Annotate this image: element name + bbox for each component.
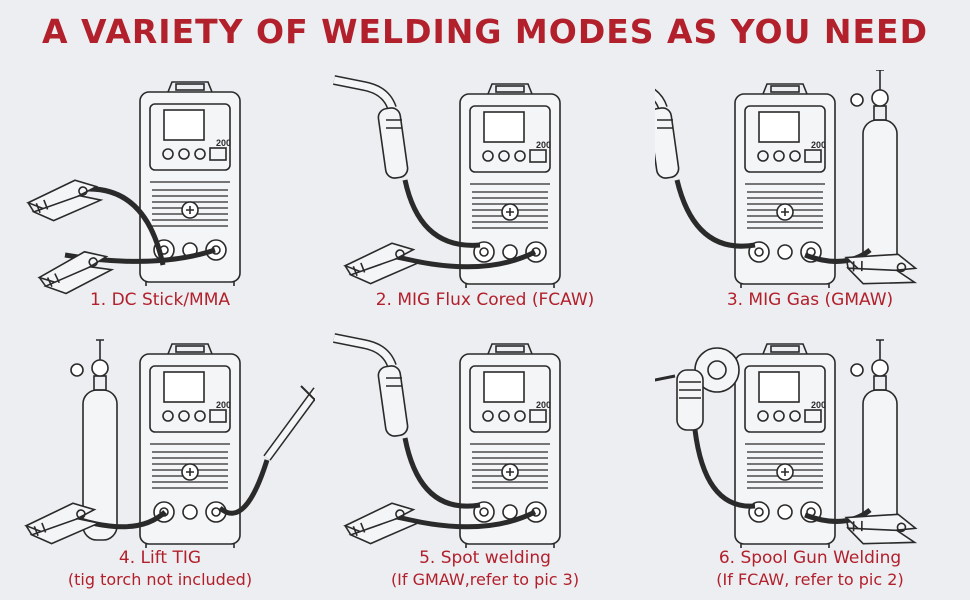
tig-welding-illustration: 200 xyxy=(22,339,315,549)
ground-clamp-icon xyxy=(341,498,421,549)
mode-panel-gmaw: 200 3. MIG Gas (GMAW) xyxy=(655,70,965,340)
mode-6-caption: 6. Spool Gun Welding xyxy=(718,548,902,568)
mode-6-note: (If FCAW, refer to pic 2) xyxy=(716,570,904,589)
ground-clamp-icon xyxy=(24,175,104,226)
stick-welding-illustration: 200 xyxy=(24,81,241,300)
mode-5-caption: 5. Spot welding xyxy=(419,548,551,568)
welder-model-label: 200 xyxy=(811,400,826,410)
mig-torch-icon xyxy=(334,338,409,437)
mode-2-caption: 2. MIG Flux Cored (FCAW) xyxy=(375,290,595,310)
mode-1-caption: 1. DC Stick/MMA xyxy=(89,290,231,310)
welder-model-label: 200 xyxy=(216,400,231,410)
welder-model-label: 200 xyxy=(216,138,231,148)
welder-model-label: 200 xyxy=(536,400,551,410)
tig-torch-icon xyxy=(263,385,315,461)
mode-3-caption: 3. MIG Gas (GMAW) xyxy=(726,290,894,310)
ground-clamp-icon xyxy=(341,238,421,289)
fcaw-welding-illustration: 200 xyxy=(330,70,561,289)
mode-panel-tig: 200 4. Lift TIG (tig torch not included) xyxy=(5,330,315,600)
mig-torch-icon xyxy=(334,80,409,179)
mode-4-note: (tig torch not included) xyxy=(67,570,253,589)
spool-gun-welding-illustration: 200 xyxy=(655,339,921,555)
spool-gun-icon xyxy=(655,347,740,431)
gas-cylinder-icon xyxy=(850,339,898,541)
welder-model-label: 200 xyxy=(811,140,826,150)
mig-torch-icon xyxy=(655,80,680,179)
page-title: A VARIETY OF WELDING MODES AS YOU NEED xyxy=(42,12,928,51)
mode-panel-spool-gun: 200 6. Spool Gun Welding (If FCAW, refer… xyxy=(655,330,965,600)
gas-cylinder-icon xyxy=(850,70,898,271)
mode-5-note: (If GMAW,refer to pic 3) xyxy=(390,570,580,589)
mode-panel-fcaw: 200 2. MIG Flux Cored (FCAW) xyxy=(330,70,640,340)
spot-welding-illustration: 200 xyxy=(330,330,561,549)
welder-model-label: 200 xyxy=(536,140,551,150)
mode-panel-spot: 200 5. Spot welding (If GMAW,refer to pi… xyxy=(330,330,640,600)
mode-4-caption: 4. Lift TIG xyxy=(118,548,202,568)
mode-panel-stick: 200 1. DC Stick/MMA xyxy=(5,70,315,340)
gmaw-welding-illustration: 200 xyxy=(655,70,921,295)
